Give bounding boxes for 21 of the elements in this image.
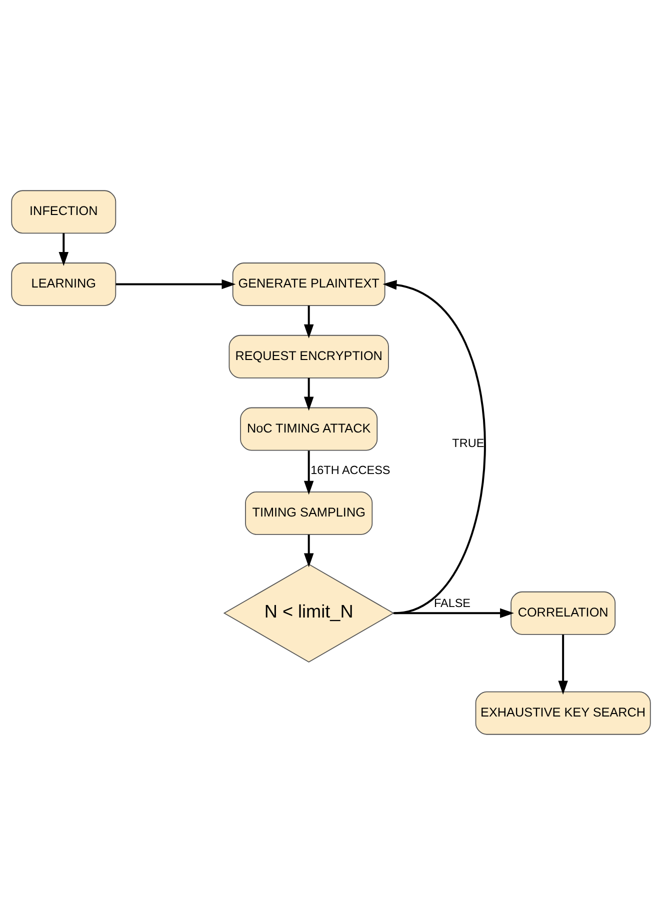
arrow — [304, 534, 314, 567]
arrow — [382, 280, 486, 614]
arrow — [58, 232, 69, 266]
node-box: REQUEST ENCRYPTION — [228, 334, 389, 378]
node-box: NoC TIMING ATTACK — [240, 406, 378, 450]
node-diamond: N < limit_N — [223, 563, 394, 662]
edge-label: TRUE — [452, 436, 484, 450]
node-box: GENERATE PLAINTEXT — [232, 262, 386, 306]
node-box: EXHAUSTIVE KEY SEARCH — [475, 690, 651, 734]
arrow — [394, 608, 514, 618]
node-box: LEARNING — [11, 262, 116, 306]
arrow — [304, 377, 314, 410]
edge-label: FALSE — [434, 596, 471, 610]
edge-label: 16TH ACCESS — [310, 464, 390, 477]
arrow — [304, 305, 314, 338]
node-box: CORRELATION — [510, 590, 616, 634]
node-box: INFECTION — [11, 190, 116, 234]
arrow — [558, 634, 568, 694]
arrow — [116, 278, 236, 289]
arrow — [304, 450, 314, 494]
node-box: TIMING SAMPLING — [245, 490, 373, 534]
